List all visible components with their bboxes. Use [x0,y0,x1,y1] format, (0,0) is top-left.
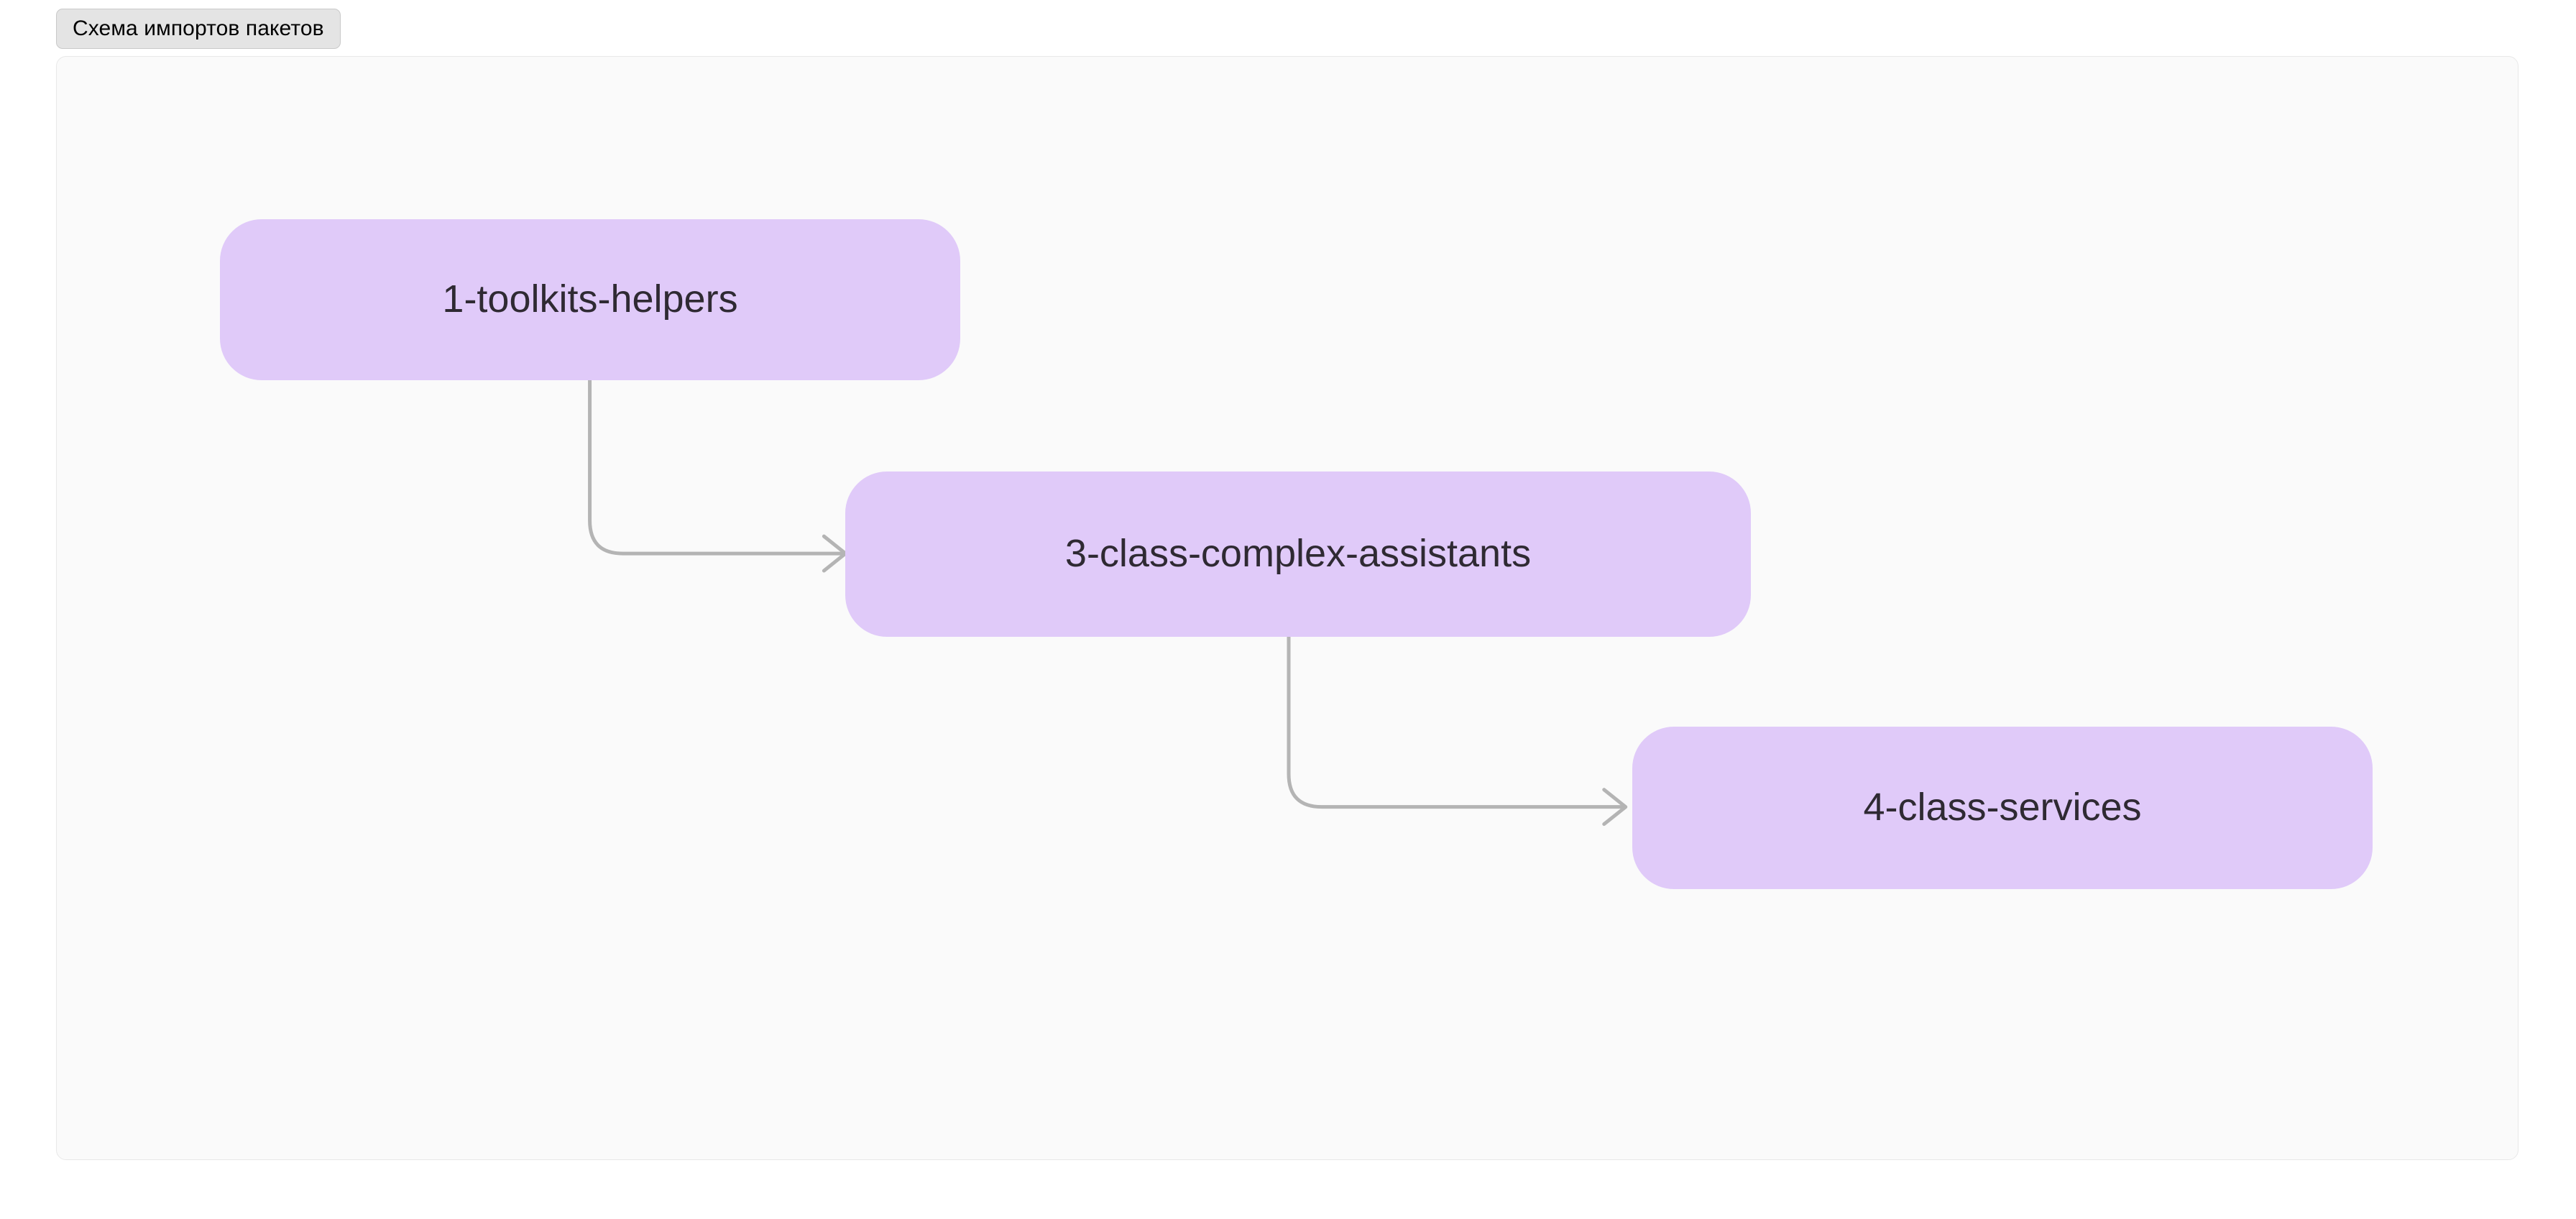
graph-node-class-complex-assistants[interactable]: 3-class-complex-assistants [845,472,1751,637]
diagram-tab[interactable]: Схема импортов пакетов [56,9,341,49]
graph-node-label: 3-class-complex-assistants [1064,532,1532,576]
arrowhead-icon [822,534,847,573]
graph-node-label: 4-class-services [1863,786,2142,829]
arrowhead-icon [1602,788,1628,827]
edge-toolkits-helpers-to-class-complex-assistants [588,377,847,573]
graph-node-toolkits-helpers[interactable]: 1-toolkits-helpers [220,219,960,380]
diagram-canvas[interactable]: 1-toolkits-helpers 3-class-complex-assis… [56,56,2518,1160]
graph-node-label: 1-toolkits-helpers [442,277,738,321]
graph-node-class-services[interactable]: 4-class-services [1632,727,2373,889]
diagram-tab-label: Схема импортов пакетов [73,17,324,40]
edge-class-complex-assistants-to-class-services [1287,634,1628,827]
